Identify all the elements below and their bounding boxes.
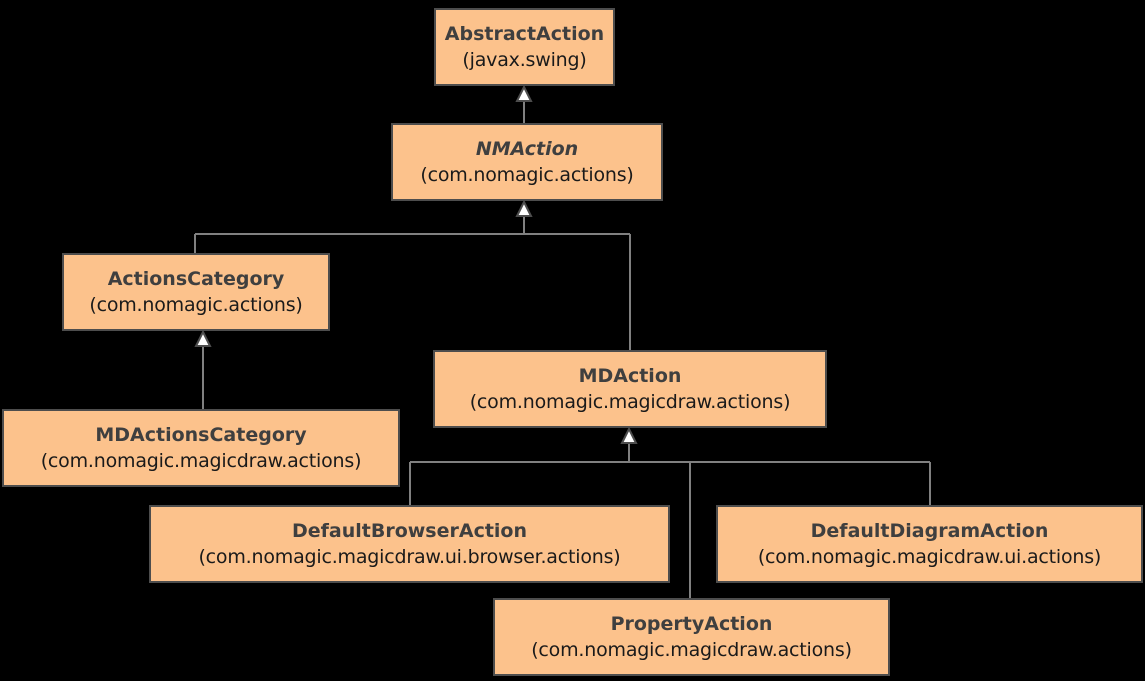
class-box-nm-action[interactable]: NMAction (com.nomagic.actions) bbox=[391, 123, 663, 201]
class-package-property-action: (com.nomagic.magicdraw.actions) bbox=[531, 639, 852, 661]
class-box-property-action[interactable]: PropertyAction (com.nomagic.magicdraw.ac… bbox=[493, 598, 890, 676]
class-name-md-action: MDAction bbox=[578, 365, 682, 387]
generalization-arrowhead-abstractaction bbox=[515, 84, 533, 102]
class-package-nm-action: (com.nomagic.actions) bbox=[420, 164, 634, 186]
class-box-md-action[interactable]: MDAction (com.nomagic.magicdraw.actions) bbox=[433, 350, 827, 428]
class-box-default-diagram-action[interactable]: DefaultDiagramAction (com.nomagic.magicd… bbox=[716, 505, 1143, 583]
class-name-default-diagram-action: DefaultDiagramAction bbox=[810, 520, 1049, 542]
generalization-arrowhead-actionscategory bbox=[194, 329, 212, 347]
class-name-actions-category: ActionsCategory bbox=[107, 268, 285, 290]
class-box-default-browser-action[interactable]: DefaultBrowserAction (com.nomagic.magicd… bbox=[149, 505, 670, 583]
class-name-abstract-action: AbstractAction bbox=[444, 23, 605, 45]
class-package-default-browser-action: (com.nomagic.magicdraw.ui.browser.action… bbox=[198, 546, 621, 568]
class-name-property-action: PropertyAction bbox=[610, 613, 773, 635]
class-package-md-action: (com.nomagic.magicdraw.actions) bbox=[469, 391, 791, 413]
generalization-arrowhead-mdaction bbox=[620, 426, 638, 444]
class-package-md-actions-category: (com.nomagic.magicdraw.actions) bbox=[40, 450, 362, 472]
class-package-default-diagram-action: (com.nomagic.magicdraw.ui.actions) bbox=[757, 546, 1102, 568]
edge-bus-nmaction-children bbox=[194, 215, 631, 350]
class-name-md-actions-category: MDActionsCategory bbox=[95, 424, 307, 446]
class-box-md-actions-category[interactable]: MDActionsCategory (com.nomagic.magicdraw… bbox=[2, 409, 400, 487]
edge-bus-mdaction-children bbox=[409, 443, 931, 598]
class-box-abstract-action[interactable]: AbstractAction (javax.swing) bbox=[434, 8, 615, 86]
class-package-abstract-action: (javax.swing) bbox=[462, 49, 587, 71]
class-name-default-browser-action: DefaultBrowserAction bbox=[291, 520, 528, 542]
class-name-nm-action: NMAction bbox=[475, 138, 579, 160]
class-box-actions-category[interactable]: ActionsCategory (com.nomagic.actions) bbox=[62, 253, 330, 331]
generalization-arrowhead-nmaction bbox=[515, 199, 533, 217]
class-package-actions-category: (com.nomagic.actions) bbox=[89, 294, 303, 316]
